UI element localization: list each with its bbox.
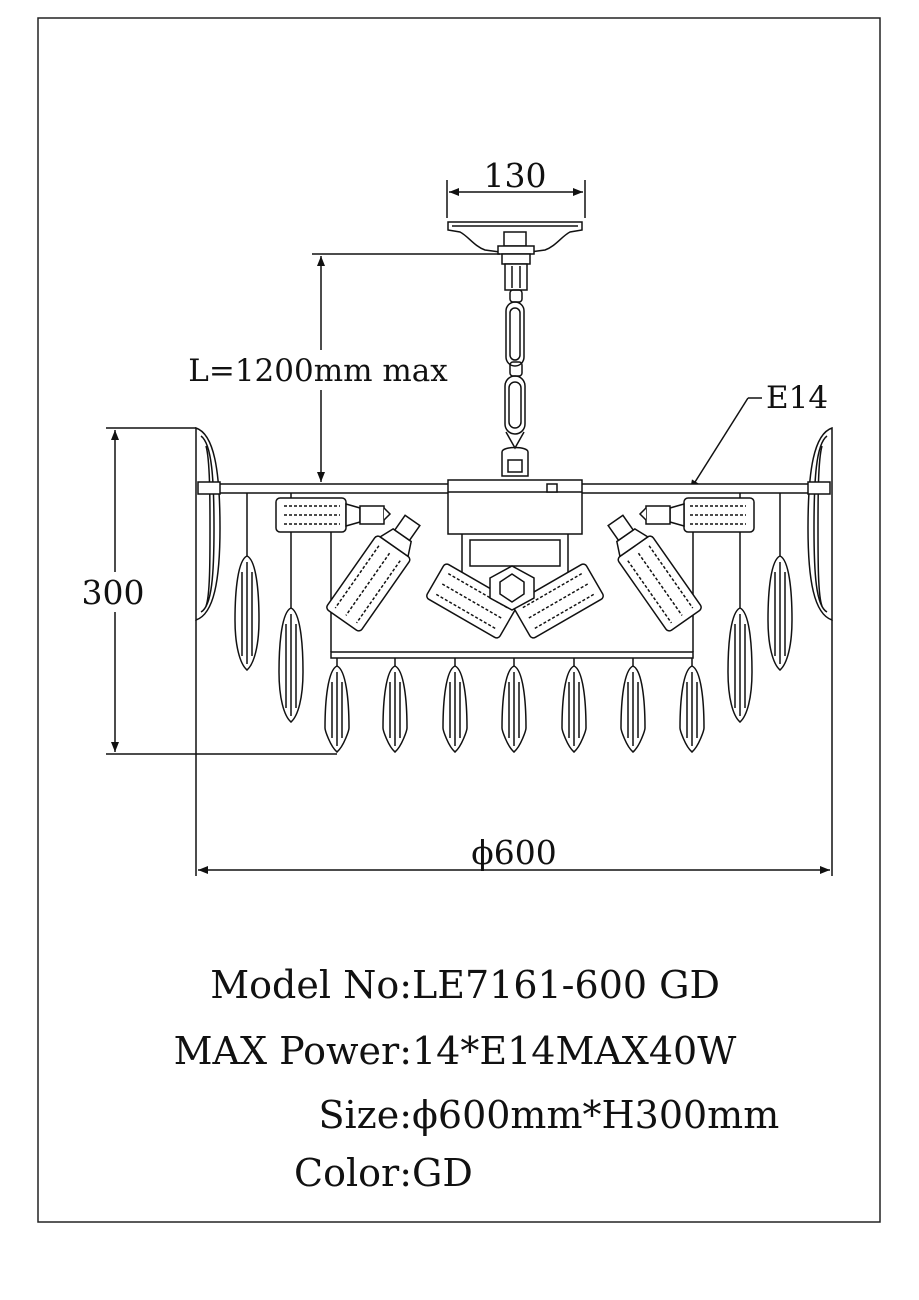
spec-color-value: GD — [412, 1151, 473, 1195]
crystal-pendant — [767, 548, 793, 671]
center-hub — [489, 565, 535, 611]
left-crystal-shield — [195, 426, 221, 622]
right-horizontal-bulb — [638, 497, 755, 533]
socket-leader — [689, 397, 762, 491]
spec-power-value: 14*E14MAX40W — [412, 1029, 737, 1073]
spec-power: MAX Power:14*E14MAX40W — [0, 1029, 737, 1073]
right-angled-bulb — [607, 514, 702, 632]
crystal-pendants — [234, 548, 793, 753]
crystal-pendant — [324, 658, 350, 753]
crystal-pendant — [727, 600, 753, 723]
crystal-pendant — [278, 600, 304, 723]
canopy — [447, 221, 583, 291]
right-crystal-shield — [807, 426, 833, 622]
height-label: 300 — [82, 573, 145, 612]
crystal-pendant — [501, 658, 527, 753]
drawing-frame — [37, 17, 881, 1223]
diameter-dimension — [195, 620, 833, 876]
spec-model-value: LE7161-600 GD — [412, 963, 720, 1007]
canopy-width-dimension — [446, 180, 586, 218]
crystal-pendant — [234, 548, 260, 671]
canopy-width-label: 130 — [484, 156, 547, 195]
center-left-bulb — [426, 563, 518, 639]
diameter-label: ϕ600 — [471, 833, 556, 872]
spec-size-label: Size: — [318, 1093, 413, 1137]
crystal-pendant — [561, 658, 587, 753]
cable-length-label: L=1200mm max — [188, 353, 448, 389]
spec-size-value: ϕ600mm*H300mm — [412, 1093, 780, 1137]
chain — [501, 289, 529, 477]
spec-model-label: Model No: — [210, 963, 412, 1007]
socket-type-label: E14 — [766, 380, 828, 416]
center-right-bulb — [512, 563, 604, 639]
crystal-pendant — [442, 658, 468, 753]
spec-color-label: Color: — [294, 1151, 412, 1195]
spec-model: Model No:LE7161-600 GD — [0, 966, 720, 1004]
crystal-pendant — [382, 658, 408, 753]
spec-size: Size:ϕ600mm*H300mm — [0, 1093, 780, 1137]
left-horizontal-bulb — [275, 497, 392, 533]
crystal-pendant — [620, 658, 646, 753]
spec-power-label: MAX Power: — [173, 1029, 412, 1073]
spec-color: Color:GD — [0, 1154, 473, 1192]
left-angled-bulb — [326, 514, 421, 632]
crystal-pendant — [679, 658, 705, 753]
